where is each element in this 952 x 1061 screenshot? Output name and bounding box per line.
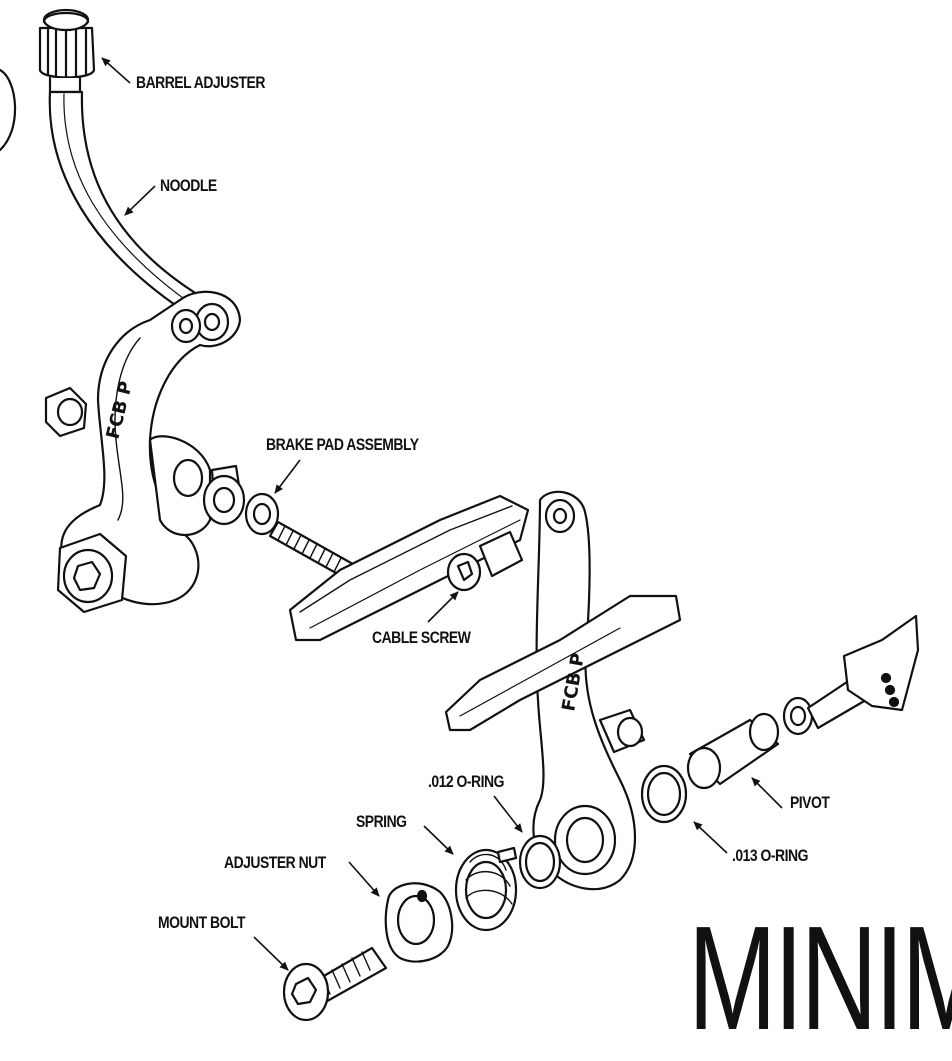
label-pivot: PIVOT	[790, 793, 830, 812]
watermark-title: MINIM	[688, 896, 952, 1061]
mount-bolt-part	[282, 946, 388, 1022]
leader-brake-pad	[274, 459, 301, 494]
label-noodle: NOODLE	[160, 176, 217, 195]
leader-o-ring-012	[493, 795, 523, 833]
leader-barrel-adjuster	[101, 57, 131, 84]
left-brake-arm-part	[44, 290, 242, 614]
label-o-ring-012: .012 O-RING	[428, 772, 504, 791]
brake-pad-lower-part	[444, 594, 682, 732]
leader-spring	[423, 825, 454, 855]
label-brake-pad-assembly: BRAKE PAD ASSEMBLY	[266, 435, 419, 454]
leader-o-ring-013	[693, 821, 728, 854]
spring-part	[454, 846, 518, 932]
label-mount-bolt: MOUNT BOLT	[158, 913, 245, 932]
right-brake-arm-part	[532, 490, 646, 891]
edge-circle-fragment	[0, 68, 17, 152]
barrel-adjuster-part	[38, 8, 96, 94]
leader-noodle	[124, 185, 156, 216]
leader-mount-bolt	[253, 936, 289, 971]
label-cable-screw: CABLE SCREW	[372, 628, 471, 647]
label-spring: SPRING	[356, 812, 407, 831]
leader-pivot	[751, 777, 783, 809]
pivot-part	[686, 614, 920, 790]
noodle-part	[48, 90, 202, 317]
label-barrel-adjuster: BARREL ADJUSTER	[136, 73, 265, 92]
label-o-ring-013: .013 O-RING	[732, 846, 808, 865]
leader-adjuster-nut	[348, 861, 380, 897]
label-adjuster-nut: ADJUSTER NUT	[224, 853, 326, 872]
brake-pad-upper-part	[288, 494, 530, 642]
leader-cable-screw	[427, 591, 459, 623]
adjuster-nut-part	[384, 882, 454, 963]
cable-screw-part	[446, 530, 524, 592]
